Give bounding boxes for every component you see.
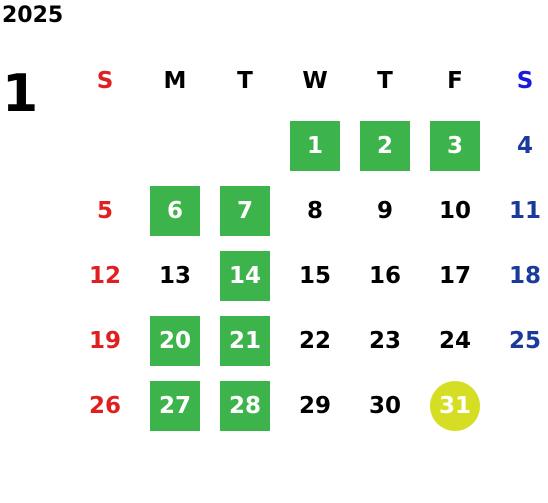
day-cell-1[interactable]: 1 bbox=[280, 113, 350, 178]
day-number: 16 bbox=[368, 262, 401, 289]
day-number: 17 bbox=[438, 262, 471, 289]
weekday-header-friday: F bbox=[447, 67, 463, 94]
day-cell-28[interactable]: 28 bbox=[210, 373, 280, 438]
day-number: 1 bbox=[290, 120, 340, 171]
day-number: 22 bbox=[298, 327, 331, 354]
day-number: 7 bbox=[220, 185, 270, 236]
day-cell-7[interactable]: 7 bbox=[210, 178, 280, 243]
day-number: 15 bbox=[298, 262, 331, 289]
day-number: 4 bbox=[516, 132, 533, 159]
weekday-header-tuesday: T bbox=[237, 67, 253, 94]
weekday-header-saturday: S bbox=[516, 67, 534, 94]
weekday-header-thursday: T bbox=[377, 67, 393, 94]
day-cell-9[interactable]: 9 bbox=[350, 178, 420, 243]
day-cell-21[interactable]: 21 bbox=[210, 308, 280, 373]
day-cell-25[interactable]: 25 bbox=[490, 308, 548, 373]
month-label: 1 bbox=[2, 64, 39, 124]
day-number: 6 bbox=[150, 185, 200, 236]
day-number: 25 bbox=[508, 327, 541, 354]
day-number: 19 bbox=[88, 327, 121, 354]
day-cell-2[interactable]: 2 bbox=[350, 113, 420, 178]
day-cell-30[interactable]: 30 bbox=[350, 373, 420, 438]
empty-day-cell bbox=[140, 113, 210, 178]
day-cell-17[interactable]: 17 bbox=[420, 243, 490, 308]
day-number: 9 bbox=[376, 197, 393, 224]
day-cell-29[interactable]: 29 bbox=[280, 373, 350, 438]
empty-day-cell bbox=[210, 113, 280, 178]
day-number: 8 bbox=[306, 197, 323, 224]
day-cell-18[interactable]: 18 bbox=[490, 243, 548, 308]
day-number: 29 bbox=[298, 392, 331, 419]
day-number: 23 bbox=[368, 327, 401, 354]
day-cell-5[interactable]: 5 bbox=[70, 178, 140, 243]
day-number: 13 bbox=[158, 262, 191, 289]
day-number: 21 bbox=[220, 315, 270, 366]
day-number: 14 bbox=[220, 250, 270, 301]
day-cell-14[interactable]: 14 bbox=[210, 243, 280, 308]
day-cell-8[interactable]: 8 bbox=[280, 178, 350, 243]
day-number: 18 bbox=[508, 262, 541, 289]
day-number: 31 bbox=[430, 380, 480, 431]
empty-day-cell bbox=[490, 373, 548, 438]
day-number: 20 bbox=[150, 315, 200, 366]
day-number: 11 bbox=[508, 197, 541, 224]
day-number: 24 bbox=[438, 327, 471, 354]
day-cell-12[interactable]: 12 bbox=[70, 243, 140, 308]
year-label: 2025 bbox=[2, 3, 64, 28]
day-cell-27[interactable]: 27 bbox=[140, 373, 210, 438]
weekday-header-wednesday: W bbox=[302, 67, 328, 94]
day-cell-15[interactable]: 15 bbox=[280, 243, 350, 308]
day-number: 10 bbox=[438, 197, 471, 224]
day-cell-16[interactable]: 16 bbox=[350, 243, 420, 308]
day-cell-22[interactable]: 22 bbox=[280, 308, 350, 373]
day-cell-11[interactable]: 11 bbox=[490, 178, 548, 243]
day-cell-6[interactable]: 6 bbox=[140, 178, 210, 243]
day-cell-31[interactable]: 31 bbox=[420, 373, 490, 438]
day-cell-13[interactable]: 13 bbox=[140, 243, 210, 308]
day-number: 28 bbox=[220, 380, 270, 431]
day-cell-26[interactable]: 26 bbox=[70, 373, 140, 438]
day-cell-23[interactable]: 23 bbox=[350, 308, 420, 373]
weekday-header-monday: M bbox=[163, 67, 187, 94]
day-cell-3[interactable]: 3 bbox=[420, 113, 490, 178]
day-number: 2 bbox=[360, 120, 410, 171]
day-number: 30 bbox=[368, 392, 401, 419]
day-cell-4[interactable]: 4 bbox=[490, 113, 548, 178]
day-cell-10[interactable]: 10 bbox=[420, 178, 490, 243]
day-number: 26 bbox=[88, 392, 121, 419]
day-number: 12 bbox=[88, 262, 121, 289]
day-number: 5 bbox=[96, 197, 113, 224]
weekday-header-sunday: S bbox=[96, 67, 114, 94]
day-cell-19[interactable]: 19 bbox=[70, 308, 140, 373]
empty-day-cell bbox=[70, 113, 140, 178]
day-cell-24[interactable]: 24 bbox=[420, 308, 490, 373]
day-number: 27 bbox=[150, 380, 200, 431]
day-number: 3 bbox=[430, 120, 480, 171]
day-cell-20[interactable]: 20 bbox=[140, 308, 210, 373]
